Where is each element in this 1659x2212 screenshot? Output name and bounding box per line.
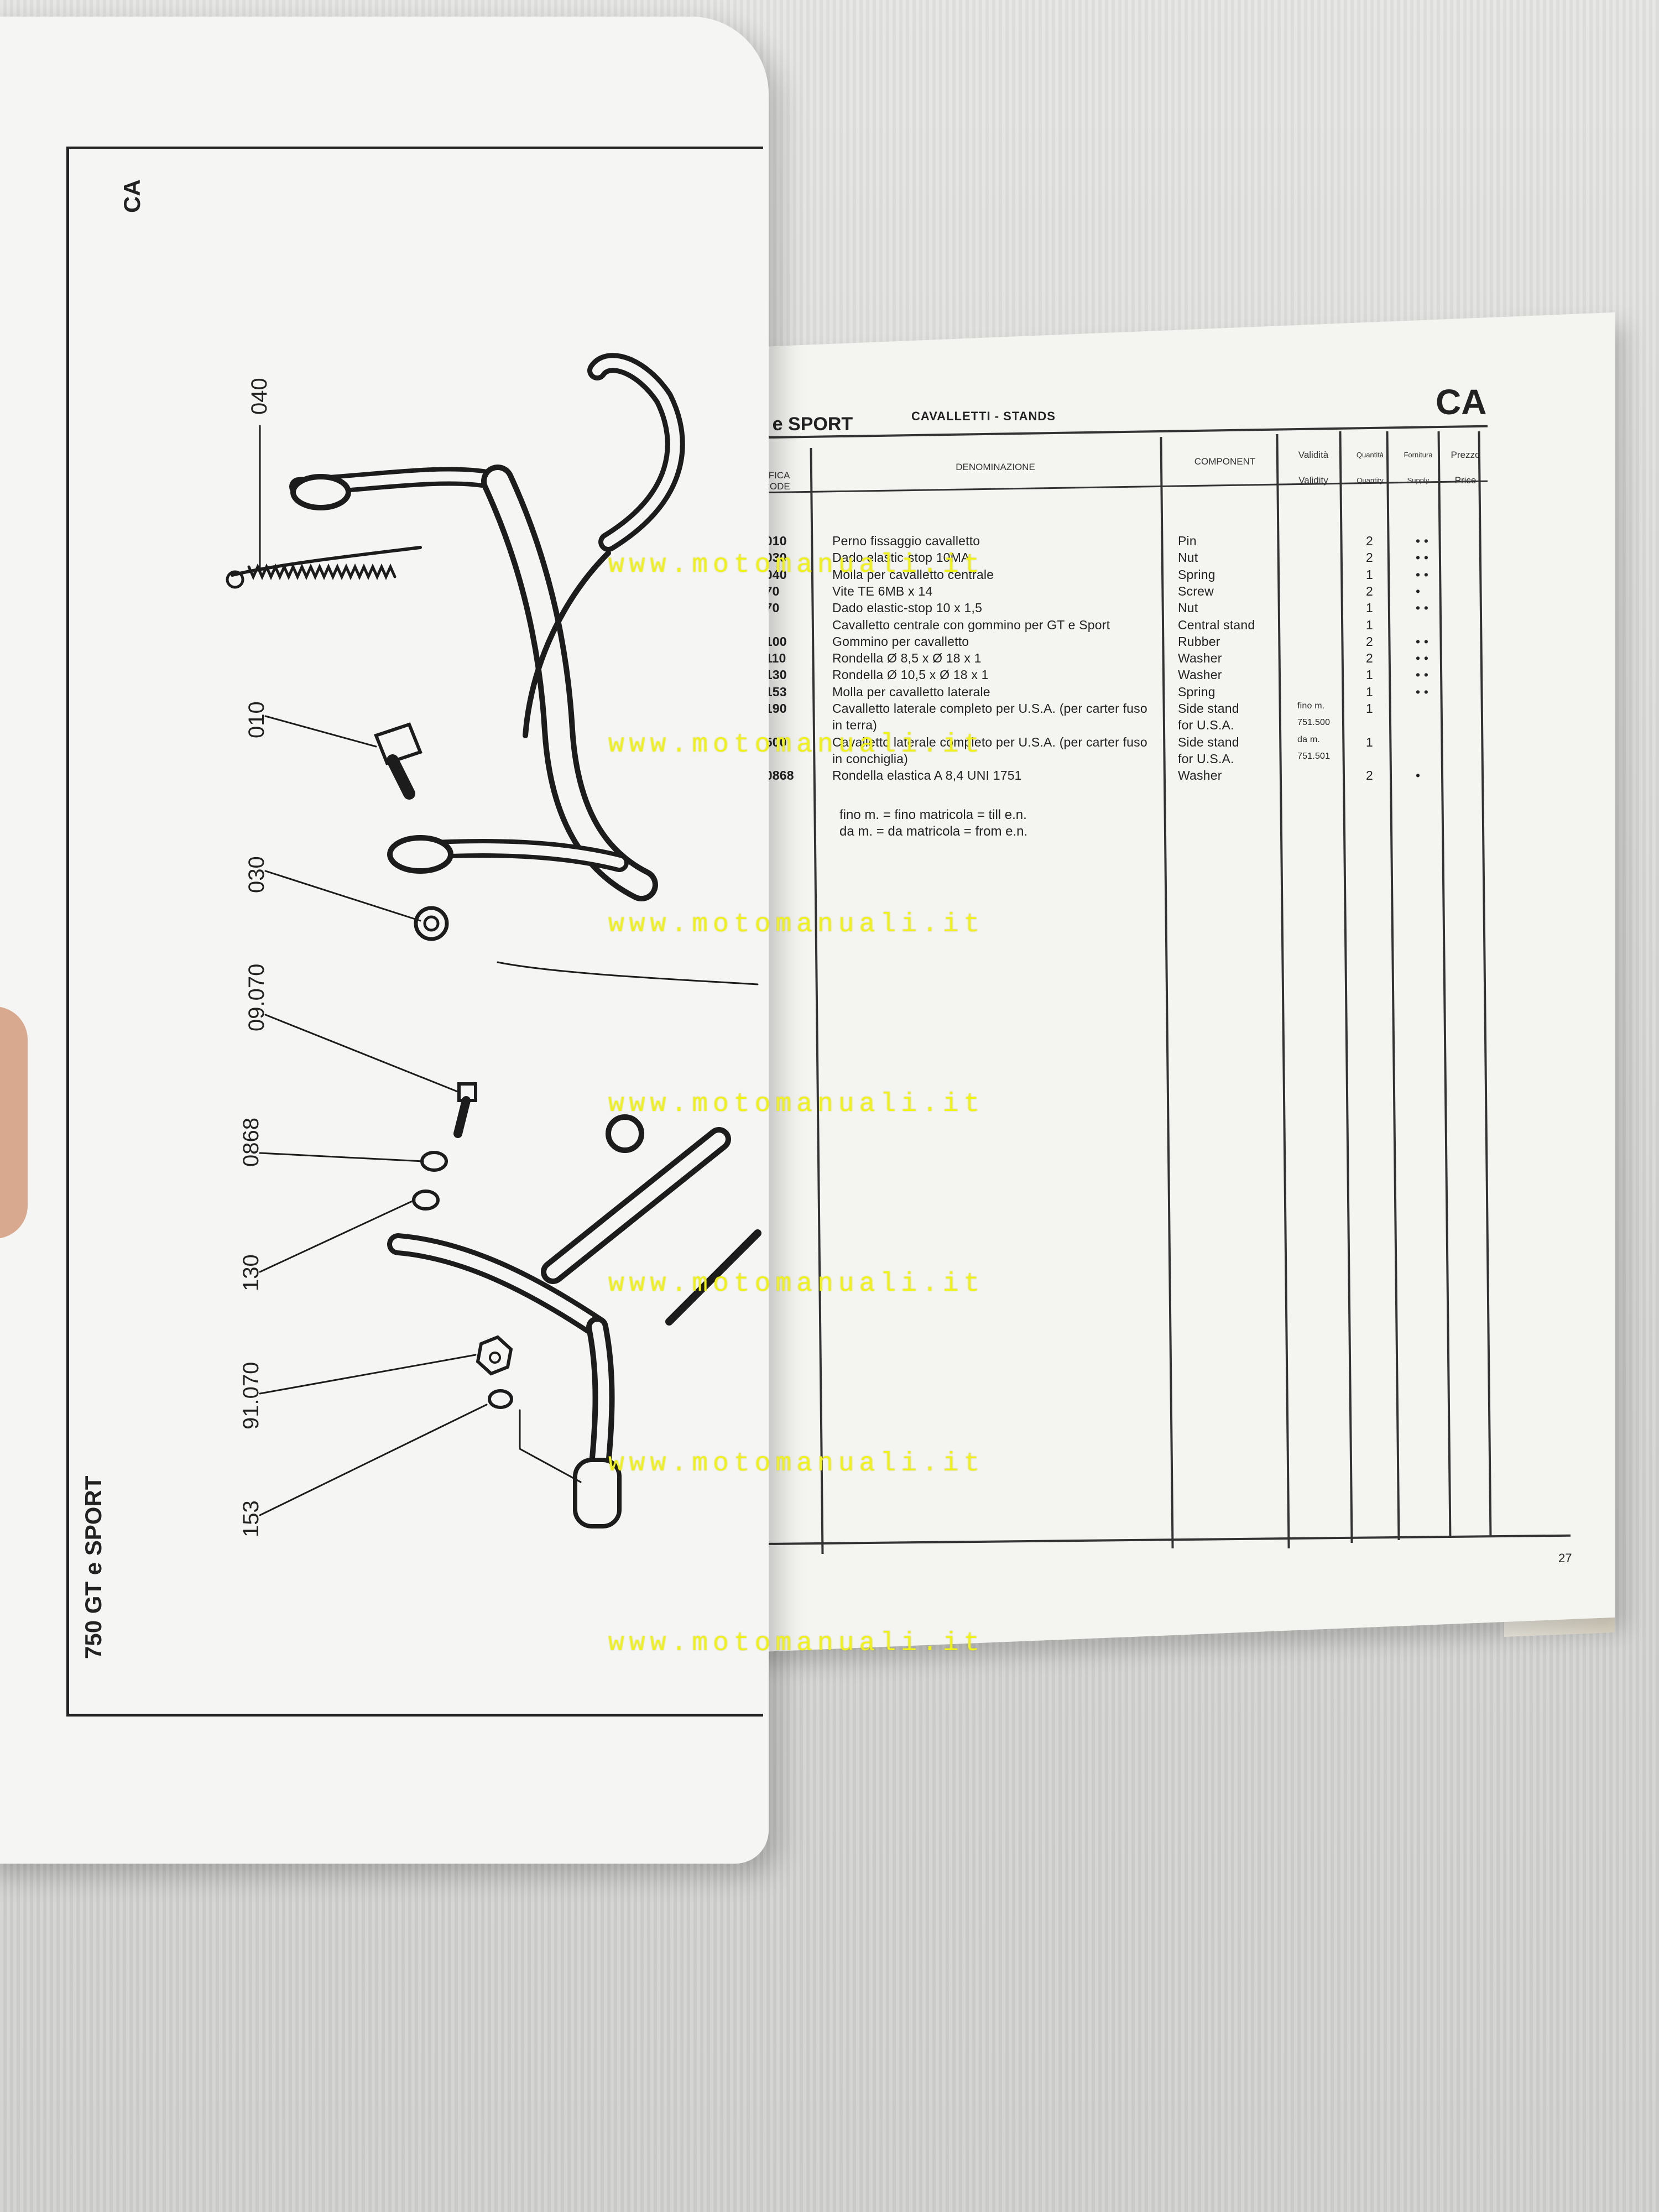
part-component: for U.S.A. [1178,718,1234,733]
col-head-component: COMPONENT [1194,456,1256,467]
callout-010: 010 [244,701,269,738]
part-quantity: 2 [1366,534,1373,548]
part-supply: • • [1416,534,1429,548]
note-fino: fino m. = fino matricola = till e.n. [839,807,1027,822]
watermark-text: www.motomanuali.it [608,550,985,580]
part-component: Side stand [1178,734,1239,749]
part-component: for U.S.A. [1178,751,1234,766]
note-da: da m. = da matricola = from e.n. [839,824,1028,839]
part-component: Rubber [1178,634,1220,649]
part-denomination: in terra) [832,718,878,733]
left-page [0,17,769,1864]
part-quantity: 1 [1366,667,1373,682]
part-denomination: Dado elastic-stop 10 x 1,5 [832,601,983,615]
part-supply: • • [1416,651,1429,666]
part-denomination: Perno fissaggio cavalletto [832,534,980,548]
part-denomination: Molla per cavalletto centrale [832,567,994,582]
part-quantity: 1 [1366,601,1373,615]
part-denomination: Dado elastic-stop 10MA [832,550,970,565]
part-component: Spring [1178,684,1215,699]
part-validity: 751.501 [1297,751,1331,761]
watermark-text: www.motomanuali.it [608,730,985,760]
part-validity: da m. [1297,734,1321,744]
part-quantity: 2 [1366,634,1373,649]
right-page-section-code: CA [1436,382,1487,422]
part-component: Nut [1178,550,1198,565]
part-component: Pin [1178,534,1197,548]
part-component: Washer [1178,667,1222,682]
part-denomination: Rondella elastica A 8,4 UNI 1751 [832,768,1022,783]
callout-153: 153 [239,1500,263,1537]
part-quantity: 2 [1366,550,1373,565]
part-quantity: 2 [1366,651,1373,666]
part-denomination: Rondella Ø 10,5 x Ø 18 x 1 [832,667,989,682]
part-denomination: Cavalletto laterale completo per U.S.A. … [832,734,1147,749]
part-supply: • • [1416,550,1429,565]
callout-0868: 0868 [239,1118,263,1167]
part-denomination: Molla per cavalletto laterale [832,684,990,699]
holding-finger [0,1006,28,1239]
part-component: Side stand [1178,701,1239,716]
part-validity: fino m. [1297,701,1325,711]
part-supply: • • [1416,601,1429,615]
part-supply: • [1416,583,1421,598]
part-component: Nut [1178,601,1198,615]
watermark-text: www.motomanuali.it [608,1269,985,1299]
part-supply: • • [1416,684,1429,699]
part-quantity: 2 [1366,768,1373,783]
part-supply: • • [1416,667,1429,682]
callout-91-070: 91.070 [239,1361,263,1430]
part-component: Washer [1178,768,1222,783]
part-validity: 751.500 [1297,718,1331,728]
watermark-text: www.motomanuali.it [608,1449,985,1479]
part-component: Washer [1178,651,1222,666]
part-quantity: 1 [1366,734,1373,749]
illustration-frame [66,147,763,1717]
part-supply: • [1416,768,1421,783]
part-component: Central stand [1178,617,1255,632]
part-quantity: 2 [1366,583,1373,598]
part-denomination: Rondella Ø 8,5 x Ø 18 x 1 [832,651,982,666]
part-denomination: Vite TE 6MB x 14 [832,583,933,598]
watermark-text: www.motomanuali.it [608,1089,985,1119]
exploded-stand-drawing [226,353,761,1528]
col-head-denomination: DENOMINAZIONE [956,462,1035,472]
part-component: Spring [1178,567,1215,582]
part-component: Screw [1178,583,1214,598]
part-denomination: Cavalletto laterale completo per U.S.A. … [832,701,1147,716]
part-supply: • • [1416,634,1429,649]
col-head-quantity: Quantità Quantity [1356,451,1384,484]
col-head-validity: Validità Validity [1298,450,1329,486]
callout-130: 130 [239,1254,263,1291]
col-head-price: Prezzo Price [1451,450,1480,486]
callout-040: 040 [247,378,272,415]
watermark-text: www.motomanuali.it [608,1629,985,1658]
part-supply: • • [1416,567,1429,582]
part-denomination: Cavalletto centrale con gommino per GT e… [832,617,1110,632]
col-head-supply: Fornitura Supply [1404,451,1433,484]
part-quantity: 1 [1366,684,1373,699]
part-quantity: 1 [1366,701,1373,716]
part-quantity: 1 [1366,567,1373,582]
callout-030: 030 [244,856,269,893]
right-page-section-title: CAVALLETTI - STANDS [911,409,1056,423]
watermark-text: www.motomanuali.it [608,910,985,940]
part-denomination: Gommino per cavalletto [832,634,969,649]
callout-09-070: 09.070 [244,963,269,1031]
page-number: 27 [1558,1551,1572,1565]
part-denomination: in conchiglia) [832,751,909,766]
part-quantity: 1 [1366,617,1373,632]
